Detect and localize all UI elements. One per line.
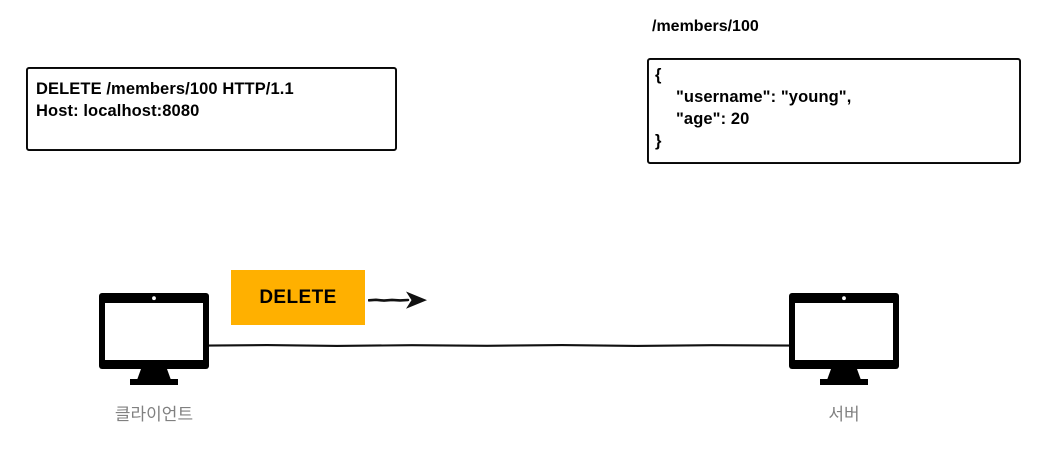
- response-body-username: "username": "young",: [676, 88, 852, 106]
- http-response-box: [647, 58, 1021, 164]
- request-host-header: Host: localhost:8080: [36, 102, 200, 120]
- http-method-label: DELETE: [259, 286, 337, 308]
- server-desktop-monitor-icon: [789, 293, 899, 385]
- client-node-label: 클라이언트: [114, 405, 194, 424]
- response-body-brace-open: {: [655, 66, 662, 84]
- response-body-brace-close: }: [655, 132, 662, 150]
- server-node-label: 서버: [828, 405, 860, 424]
- request-start-line: DELETE /members/100 HTTP/1.1: [36, 80, 294, 98]
- client-desktop-monitor-icon: [99, 293, 209, 385]
- response-resource-path: /members/100: [652, 18, 759, 35]
- client-server-connection-line: [207, 344, 793, 347]
- response-body-age: "age": 20: [676, 110, 750, 128]
- request-flow-arrow-icon: [368, 291, 427, 309]
- http-request-box: [26, 67, 397, 151]
- http-method-badge: DELETE: [231, 270, 365, 325]
